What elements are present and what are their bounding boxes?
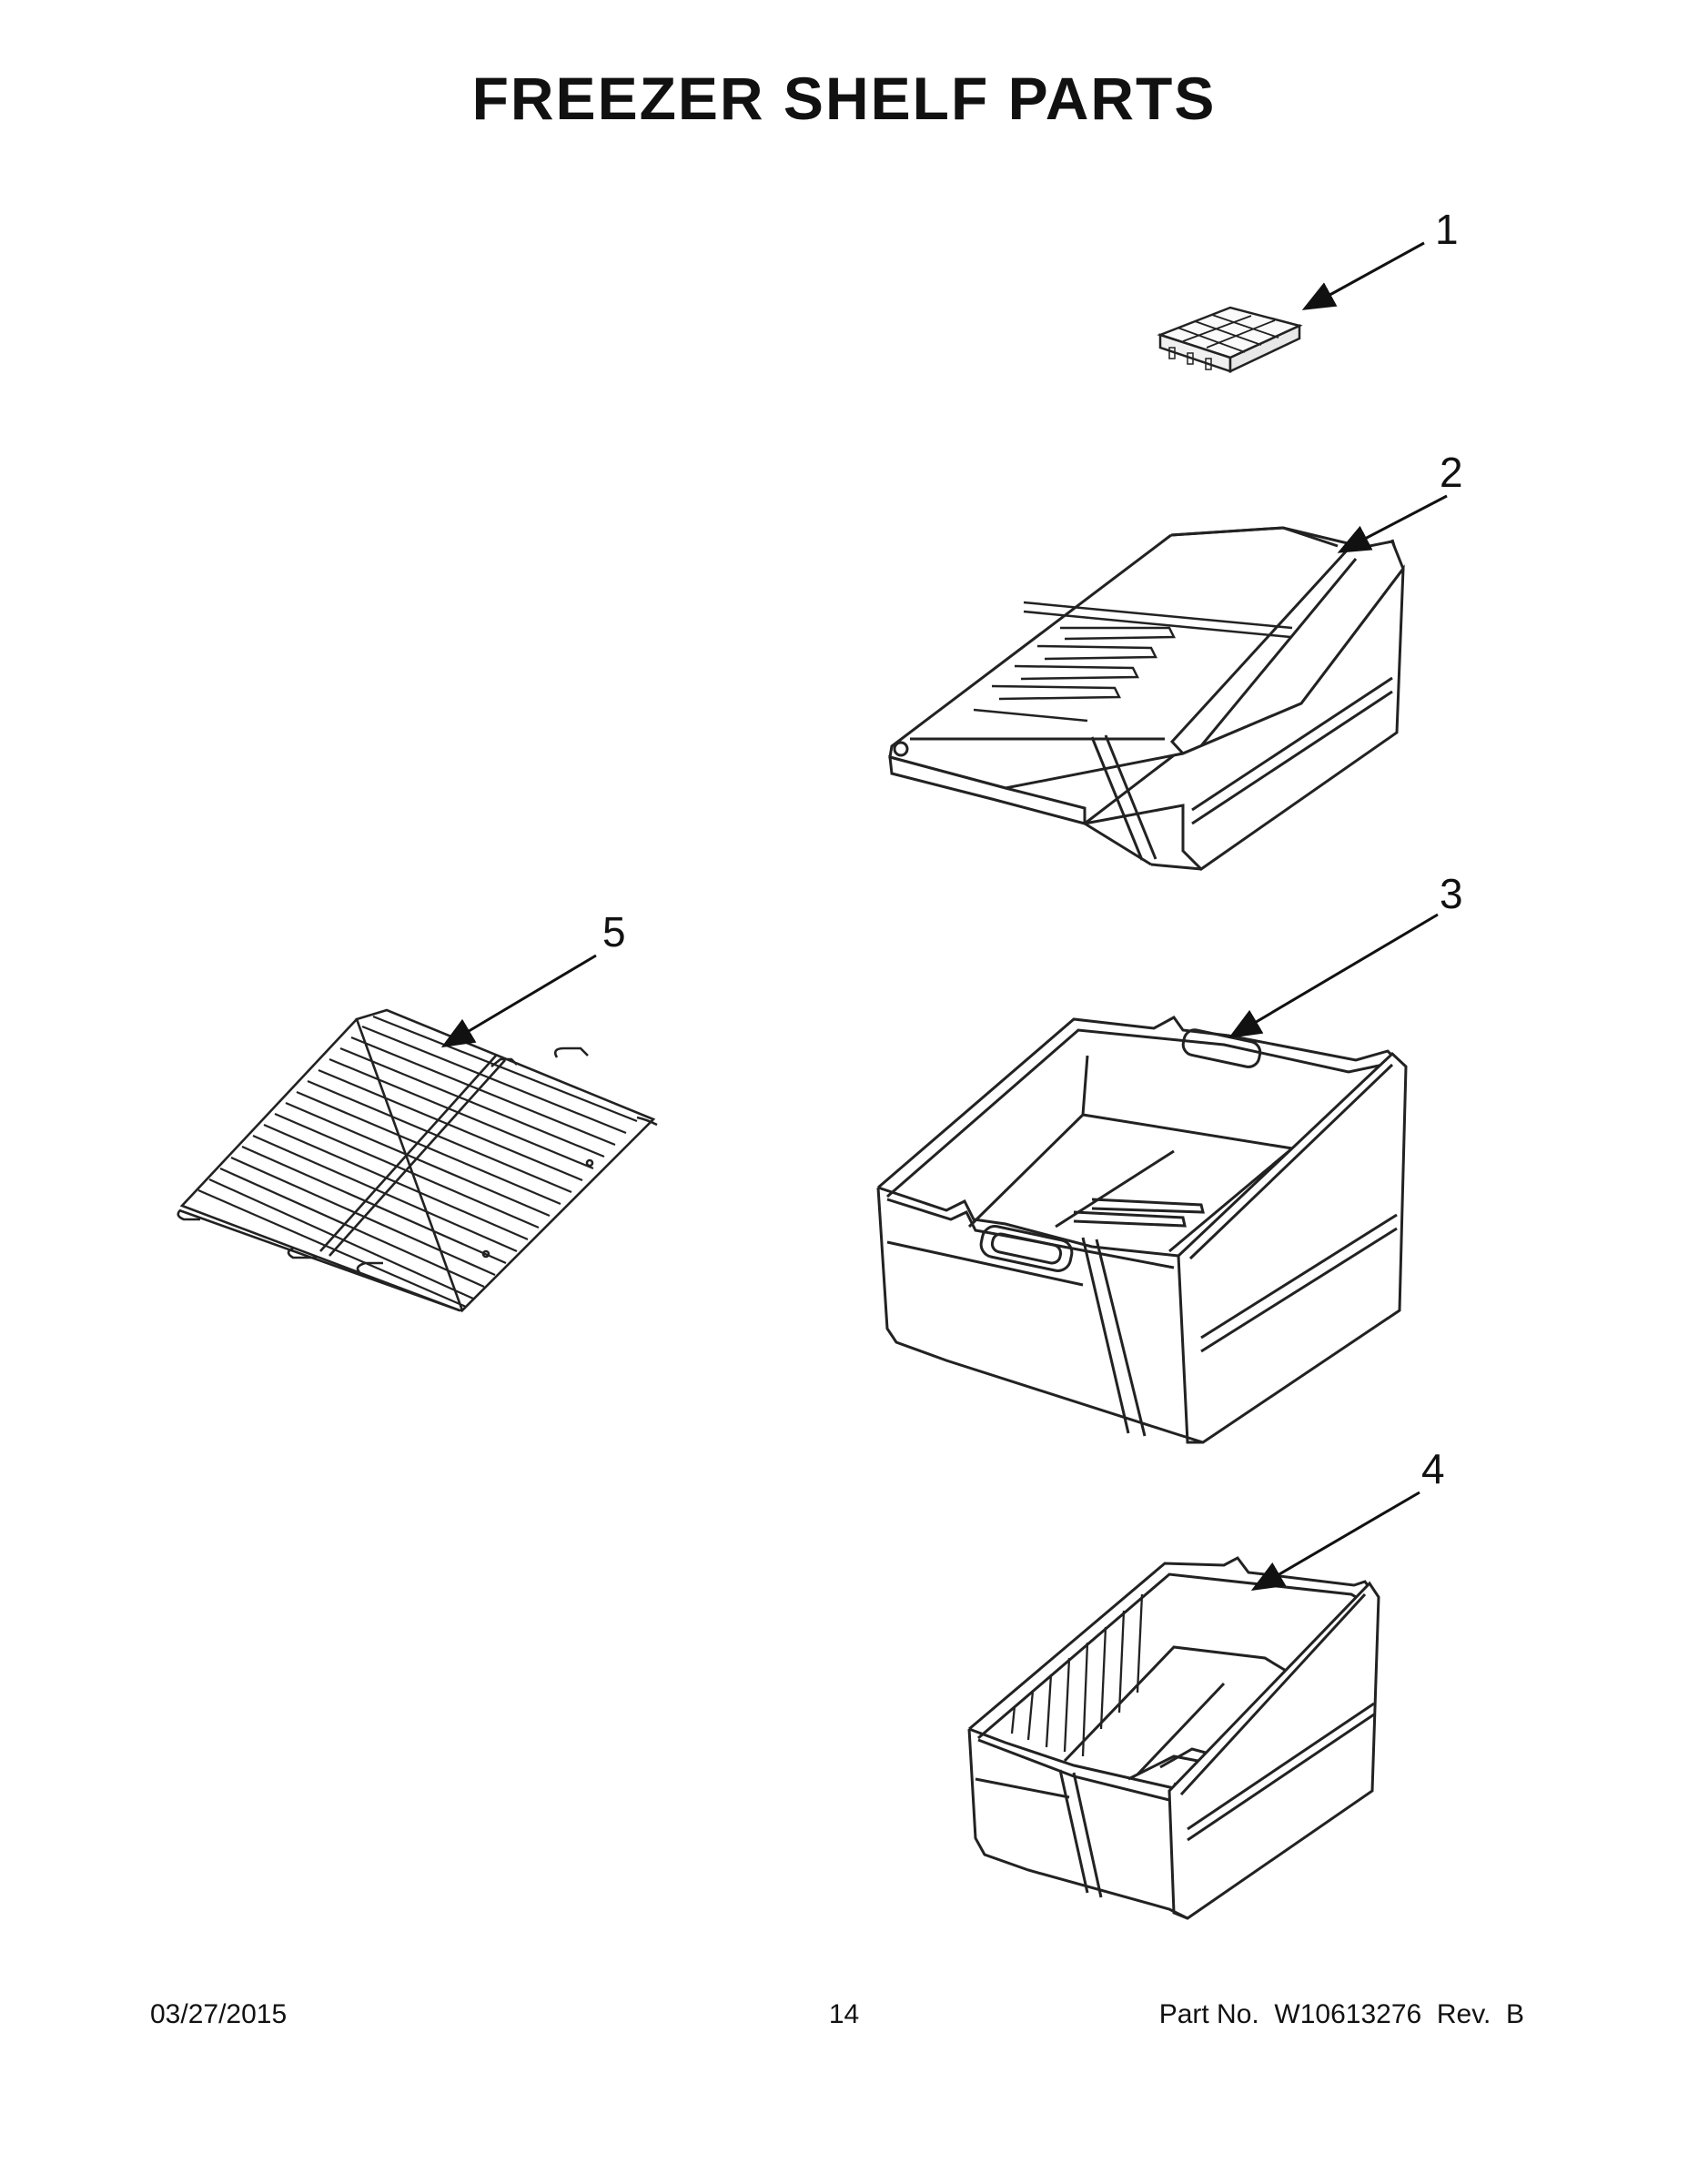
lower-freezer-bin-icon[interactable] [967, 1556, 1380, 1920]
callout-number-3: 3 [1440, 870, 1463, 917]
callout-arrow-3 [1228, 913, 1439, 1039]
callout-arrow-1 [1301, 241, 1425, 310]
callout-arrow-4 [1250, 1491, 1420, 1592]
callout-number-2: 2 [1440, 449, 1463, 496]
page-title: FREEZER SHELF PARTS [471, 65, 1217, 132]
footer-part-number: Part No. W10613276 Rev. B [1158, 1999, 1524, 2029]
callout-number-4: 4 [1421, 1445, 1445, 1492]
ice-cube-tray-icon[interactable] [1157, 306, 1303, 373]
wire-shelf-icon[interactable] [177, 1008, 658, 1313]
footer-page-number: 14 [828, 1999, 860, 2029]
callout-number-5: 5 [602, 908, 626, 956]
callout-arrow-2 [1337, 494, 1448, 553]
footer-date: 03/27/2015 [150, 1999, 288, 2029]
callout-arrow-5 [440, 954, 597, 1048]
upper-freezer-drawer-icon[interactable] [888, 526, 1405, 871]
callout-number-1: 1 [1435, 206, 1459, 253]
middle-freezer-bin-icon[interactable] [876, 1016, 1408, 1444]
